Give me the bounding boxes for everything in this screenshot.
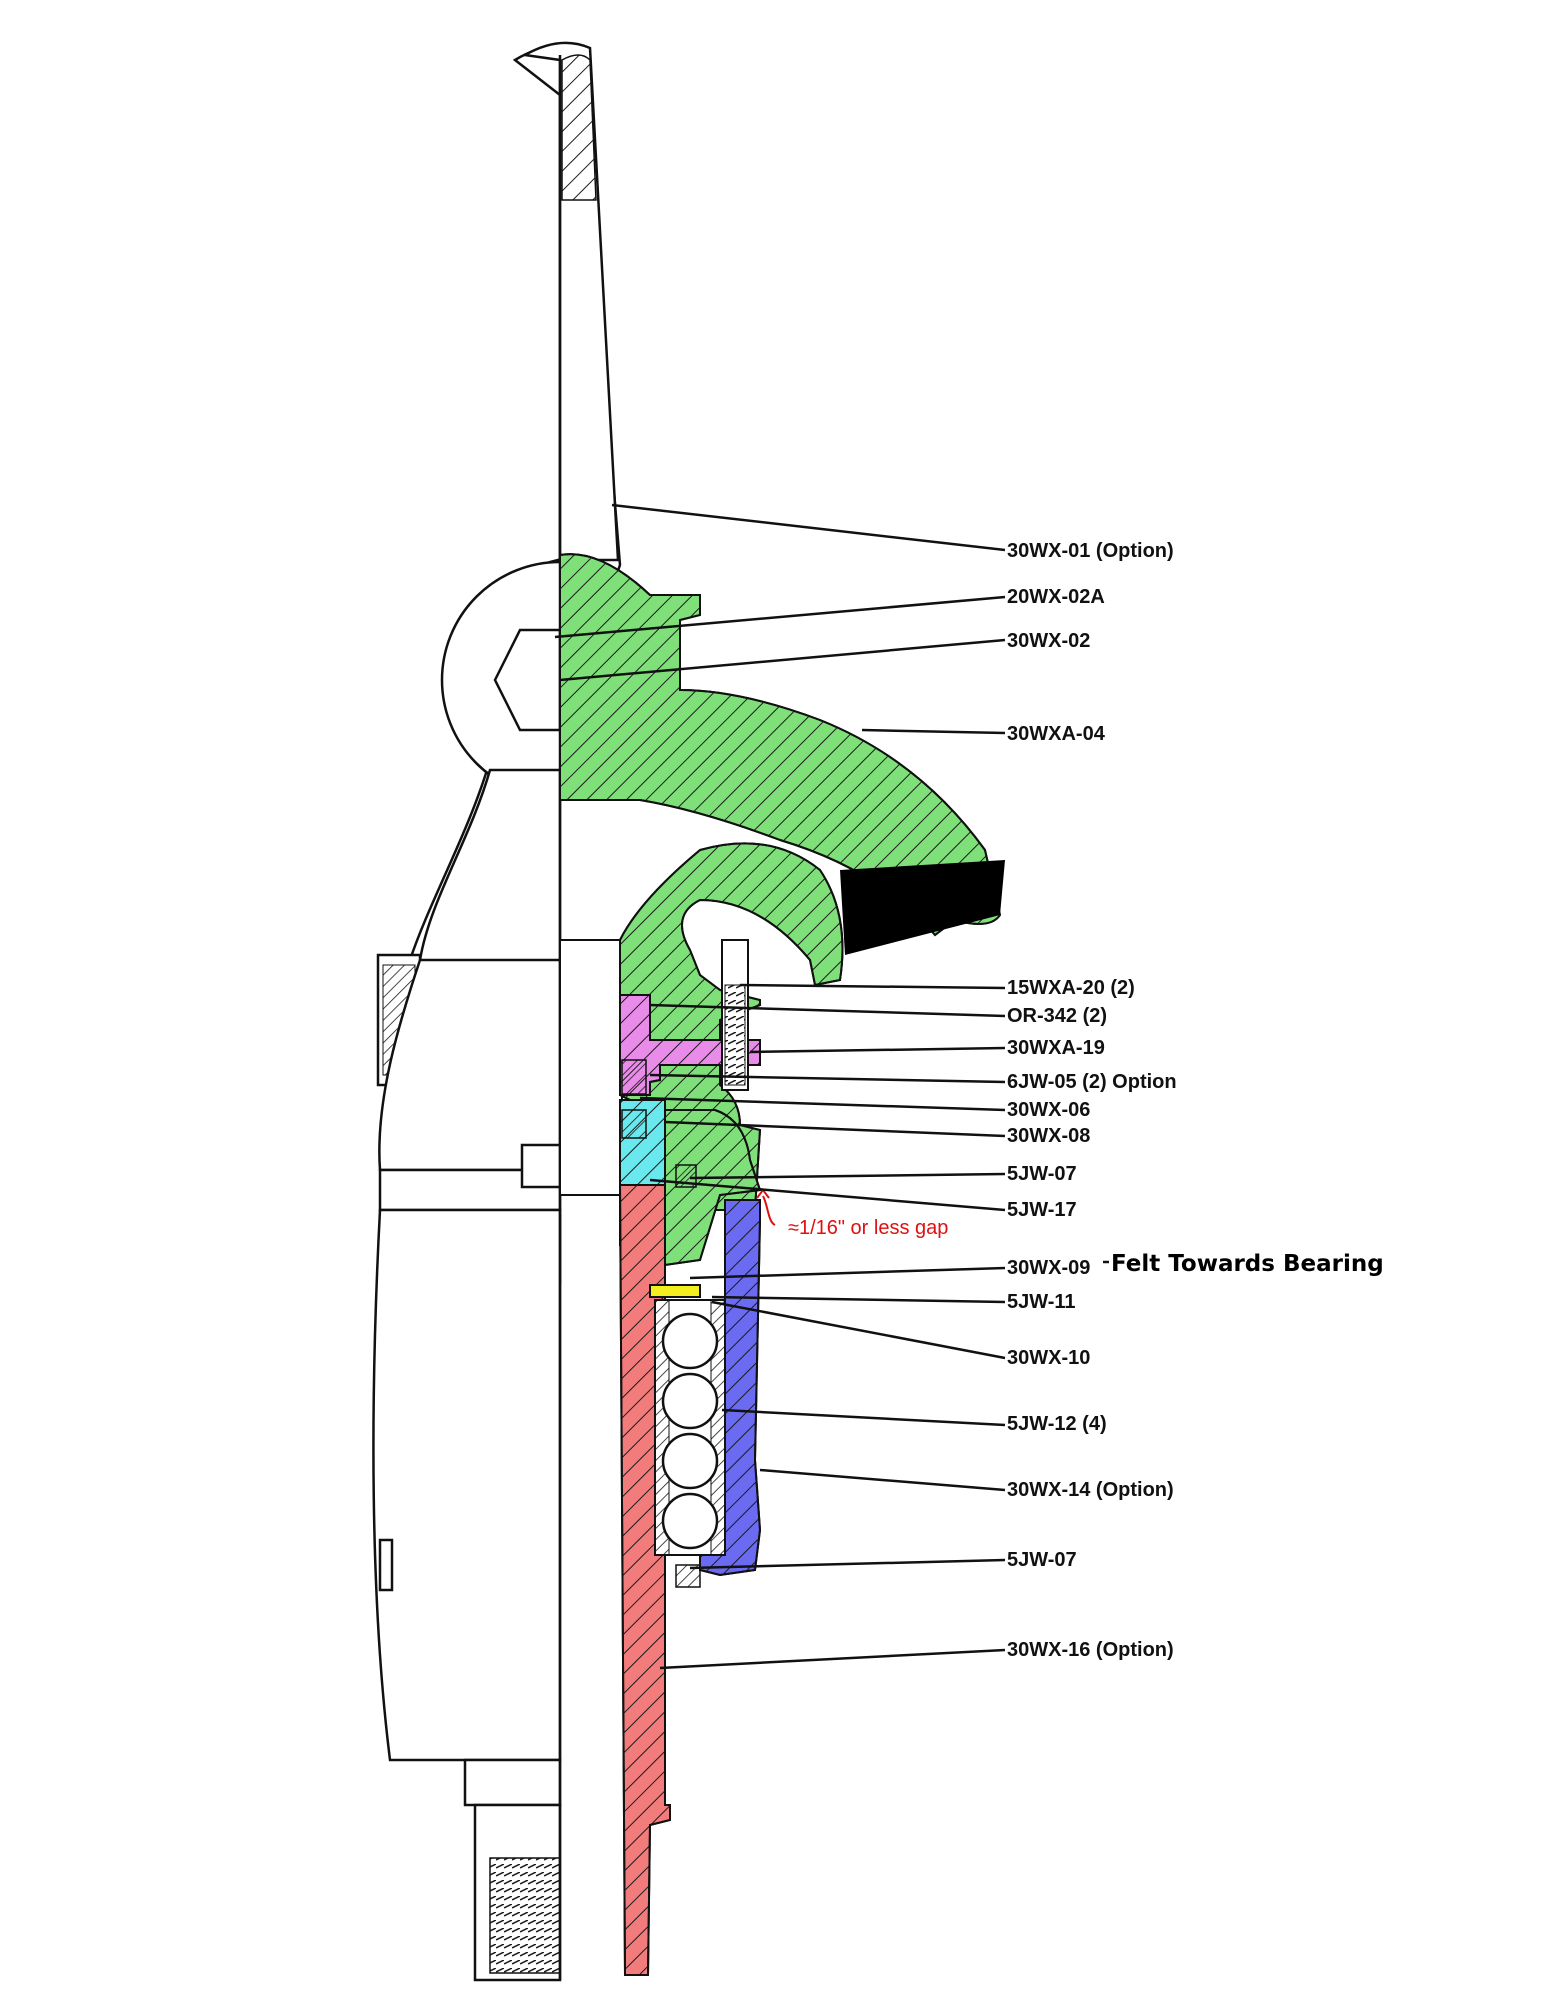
callout-label: 30WXA-19	[1007, 1037, 1105, 1059]
ball-bearing	[661, 1312, 719, 1370]
race-hatch-left	[654, 1299, 670, 1556]
thread-zone-04	[840, 860, 1005, 955]
leader-30wx-01	[611, 503, 1006, 552]
callout-label: 30WX-14 (Option)	[1007, 1479, 1174, 1501]
leader-5jw-12	[721, 1408, 1006, 1427]
leader-5jw-07-lower	[689, 1558, 1006, 1570]
callout-label: 30WX-01 (Option)	[1007, 540, 1174, 562]
set-screw-5jw-07-lower	[675, 1564, 701, 1588]
leader-5jw-17	[649, 1178, 1006, 1212]
part-30wx-08-green-hatch	[664, 1109, 762, 1267]
leader-5jw-11	[711, 1295, 1006, 1304]
stem-step-1	[463, 1758, 562, 1807]
ball-bearing	[661, 1372, 719, 1430]
callout-label: 30WX-16 (Option)	[1007, 1639, 1174, 1661]
callout-label: 30WX-08	[1007, 1125, 1090, 1147]
leader-lines	[554, 503, 1109, 1670]
leader-30wx-10	[711, 1300, 1006, 1360]
ball-bearings-5jw-12	[661, 1312, 719, 1550]
left-outline	[372, 40, 680, 1982]
ball-bearing	[661, 1432, 719, 1490]
callout-label: OR-342 (2)	[1007, 1005, 1107, 1027]
leader-6jw-05	[649, 1073, 1006, 1084]
collar-bolt-head	[520, 1143, 562, 1189]
part-30wxa-19-hatch	[619, 994, 761, 1096]
part-30wx-09-felt	[649, 1284, 701, 1298]
callout-label: 15WXA-20 (2)	[1007, 977, 1135, 999]
callout-labels: 30WX-01 (Option) 20WX-02A 30WX-02 30WXA-…	[788, 540, 1384, 1661]
leader-30wxa-04	[861, 728, 1006, 735]
lower-body-tab	[378, 1538, 394, 1592]
callout-label: 5JW-11	[1007, 1291, 1076, 1313]
gap-note: ≈1/16" or less gap	[788, 1217, 948, 1239]
leader-15wxa-20	[739, 983, 1006, 990]
right-section	[559, 553, 1005, 1976]
race-hatch-right	[710, 1299, 726, 1556]
lower-body-outline	[372, 1208, 562, 1762]
callout-label: 30WX-02	[1007, 630, 1090, 652]
leader-20wx-02a	[554, 595, 1006, 639]
stem-thread-left	[489, 1857, 561, 1974]
callout-label: 30WX-10	[1007, 1347, 1090, 1369]
gap-arrow	[762, 1195, 776, 1226]
callout-label: 30WX-06	[1007, 1099, 1090, 1121]
leader-30wx-06	[639, 1096, 1006, 1112]
leader-or-342	[649, 1003, 1006, 1018]
callout-label: 6JW-05 (2) Option	[1007, 1071, 1177, 1093]
leader-30wx-14	[759, 1468, 1006, 1492]
callout-label: 5JW-12 (4)	[1007, 1413, 1107, 1435]
callout-label: 5JW-17	[1007, 1199, 1077, 1221]
set-screw-6jw-05	[621, 1059, 647, 1095]
leader-30wx-09	[689, 1266, 1006, 1280]
set-screw-30wx-08	[621, 1109, 647, 1139]
callout-label: 5JW-07	[1007, 1549, 1077, 1571]
leader-30wx-08	[664, 1120, 1006, 1138]
callout-label: 30WXA-04	[1007, 723, 1106, 745]
leader-30wx-16	[659, 1648, 1006, 1670]
part-30wxa-04-body-hatch	[559, 553, 1002, 937]
callout-label: 5JW-07	[1007, 1163, 1077, 1185]
callout-label: 20WX-02A	[1007, 586, 1105, 608]
bolt-15wxa-20-thread	[724, 984, 746, 1086]
callout-label: 30WX-09	[1007, 1257, 1090, 1279]
leader-5jw-07-upper	[689, 1172, 1006, 1180]
handle-hatch	[561, 54, 597, 201]
felt-note: Felt Towards Bearing	[1111, 1251, 1384, 1277]
ball-bearing	[661, 1492, 719, 1550]
leader-30wxa-19	[749, 1046, 1006, 1054]
center-spacer-stack	[559, 939, 623, 1196]
leader-30wx-02	[559, 638, 1006, 682]
